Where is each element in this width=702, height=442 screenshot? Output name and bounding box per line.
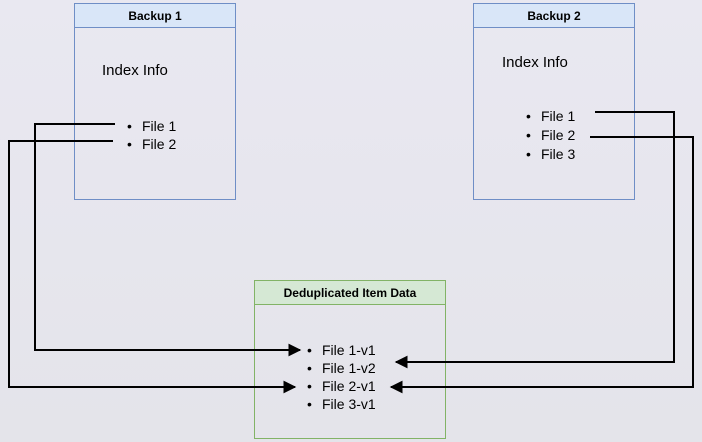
backup2-title: Backup 2 xyxy=(474,4,634,28)
list-item-file3: File 3 xyxy=(526,145,575,164)
backup1-box: Backup 1 Index Info File 1 File 2 xyxy=(74,3,236,200)
deduplicated-item-data-box: Deduplicated Item Data File 1-v1 File 1-… xyxy=(254,280,446,439)
backup2-file-list: File 1 File 2 File 3 xyxy=(526,107,575,164)
list-item-file2: File 2 xyxy=(526,126,575,145)
backup1-file-list: File 1 File 2 xyxy=(127,117,176,153)
dedup-title: Deduplicated Item Data xyxy=(255,281,445,305)
list-item-file3-v1: File 3-v1 xyxy=(307,395,376,413)
list-item-file2: File 2 xyxy=(127,135,176,153)
backup1-subtitle: Index Info xyxy=(102,62,168,79)
backup2-subtitle: Index Info xyxy=(502,54,568,71)
list-item-file1: File 1 xyxy=(127,117,176,135)
list-item-file2-v1: File 2-v1 xyxy=(307,377,376,395)
list-item-file1-v1: File 1-v1 xyxy=(307,341,376,359)
list-item-file1-v2: File 1-v2 xyxy=(307,359,376,377)
list-item-file1: File 1 xyxy=(526,107,575,126)
dedup-file-list: File 1-v1 File 1-v2 File 2-v1 File 3-v1 xyxy=(307,341,376,413)
backup2-box: Backup 2 Index Info File 1 File 2 File 3 xyxy=(473,3,635,200)
backup1-title: Backup 1 xyxy=(75,4,235,28)
